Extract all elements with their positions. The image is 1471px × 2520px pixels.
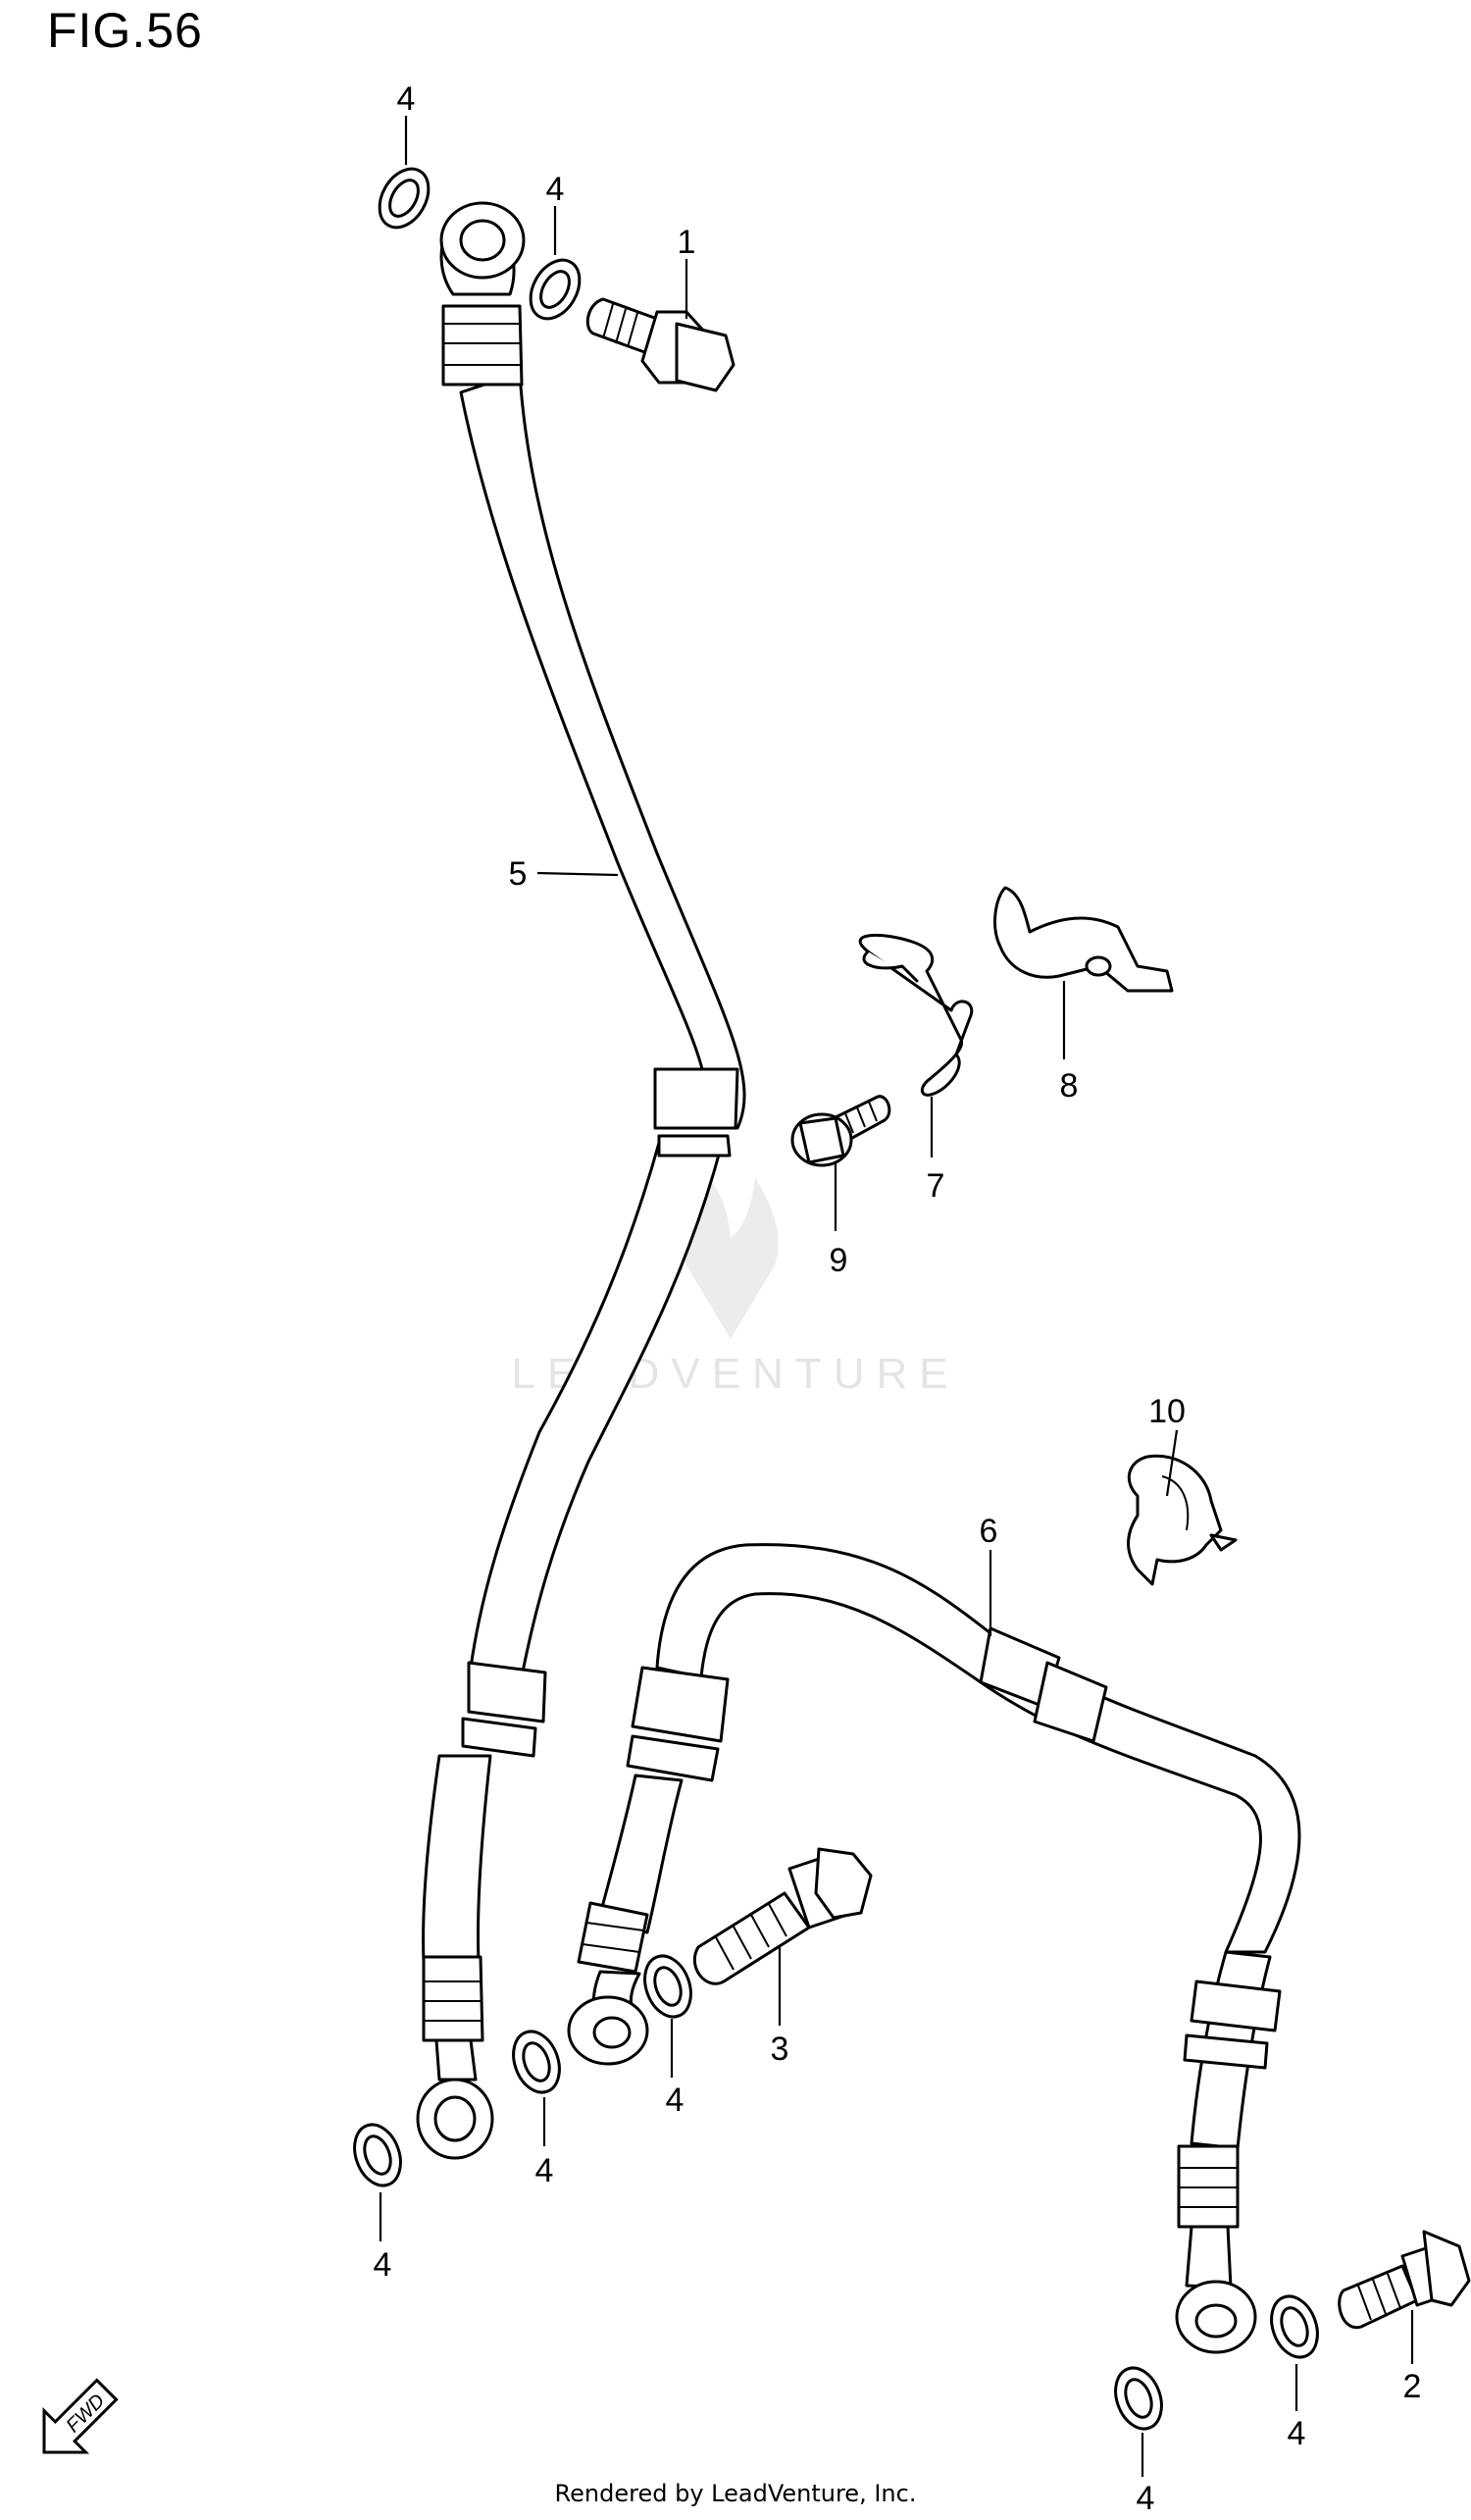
- washer: [512, 2030, 561, 2094]
- hose-bracket: [993, 886, 1174, 993]
- leader-lines: [379, 116, 1414, 2477]
- union-bolt-upper: [585, 297, 736, 392]
- brake-hose-lower: [567, 1543, 1301, 2354]
- washer: [1270, 2294, 1319, 2359]
- callout-label: 4: [666, 2082, 685, 2119]
- figure-title: FIG.56: [47, 3, 203, 58]
- watermark-logo: [682, 1167, 779, 1339]
- callout-label: 1: [678, 224, 696, 261]
- callout-label: 4: [1288, 2415, 1306, 2452]
- union-bolt-middle: [692, 1847, 873, 1985]
- union-bolt-lower: [1338, 2230, 1471, 2330]
- callout-label: 4: [546, 171, 565, 208]
- callout-label: 8: [1060, 1067, 1079, 1105]
- callout-label: 6: [980, 1513, 998, 1550]
- callout-label: 4: [1137, 2480, 1155, 2517]
- washer: [529, 258, 582, 321]
- hose-clip-wire: [858, 934, 974, 1097]
- bolt: [790, 1095, 891, 1167]
- footer-credit: Rendered by LeadVenture, Inc.: [554, 2480, 917, 2507]
- callout-label: 4: [397, 80, 416, 118]
- brake-hose-upper: [416, 201, 746, 2160]
- callout-label: 9: [830, 1242, 848, 1279]
- callout-label: 4: [374, 2246, 392, 2284]
- washer: [353, 2123, 402, 2187]
- fwd-arrow-icon: [42, 2378, 119, 2454]
- callout-label: 4: [535, 2152, 554, 2189]
- washer: [1114, 2366, 1163, 2431]
- callout-label: 2: [1403, 2368, 1422, 2405]
- hose-clamp: [1127, 1454, 1238, 1586]
- callout-label: 5: [509, 855, 528, 893]
- callouts: 4 4 1 5 8 7 9 10 6 3 4 4 4 2 4 4: [374, 80, 1422, 2517]
- washers: [353, 167, 1319, 2431]
- callout-label: 7: [927, 1167, 945, 1205]
- callout-label: 3: [771, 2031, 789, 2068]
- fwd-arrow: FWD: [42, 2378, 119, 2454]
- washer: [643, 1954, 692, 2019]
- callout-label: 10: [1148, 1393, 1186, 1430]
- washer: [378, 167, 431, 230]
